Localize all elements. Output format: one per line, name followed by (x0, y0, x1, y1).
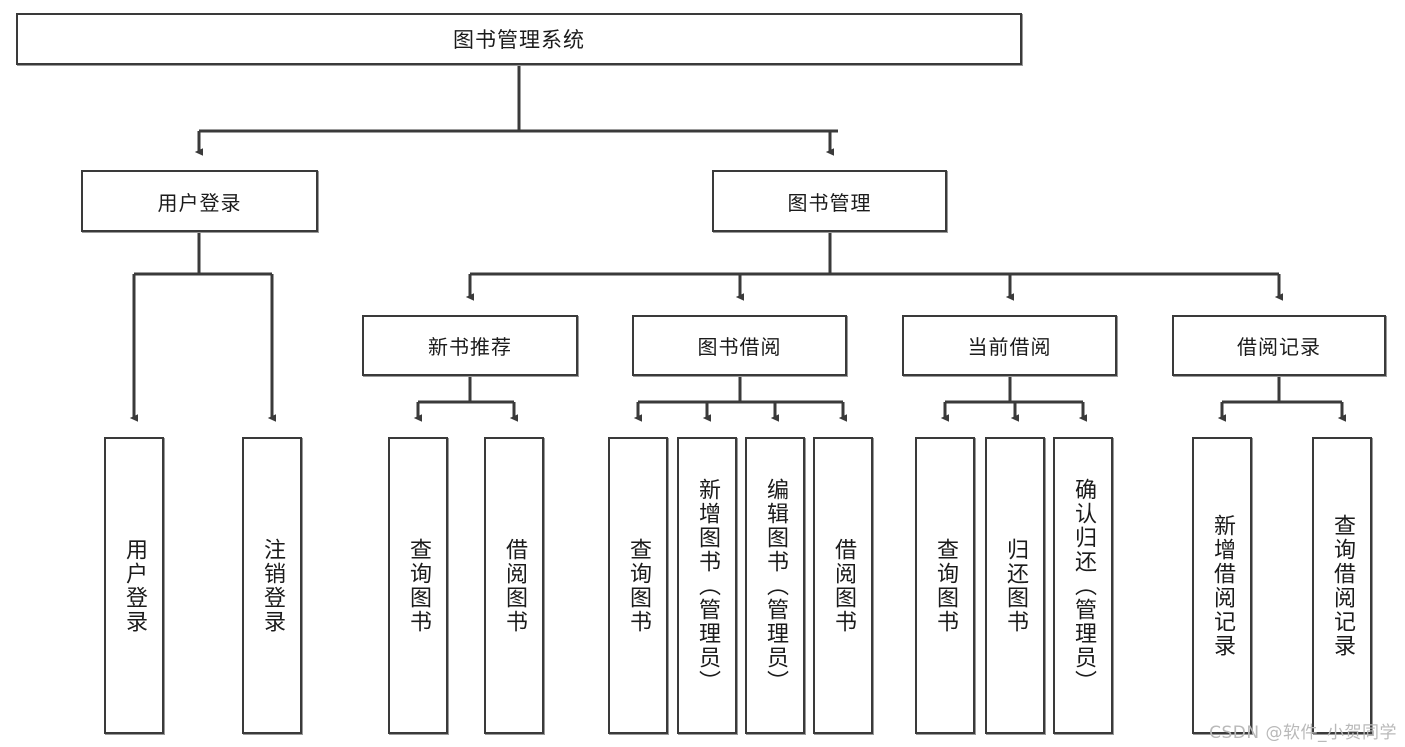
node-borrow-record-label: 借阅记录 (1237, 335, 1321, 359)
node-leaf-add-book-admin[interactable]: 新增图书（管理员） (677, 437, 737, 734)
node-borrow-record[interactable]: 借阅记录 (1172, 315, 1386, 376)
node-leaf-query-book-1-label: 查询图书 (405, 537, 431, 634)
node-leaf-confirm-return-admin[interactable]: 确认归还（管理员） (1053, 437, 1113, 734)
node-user-login[interactable]: 用户登录 (81, 170, 318, 232)
node-new-book-recommend[interactable]: 新书推荐 (362, 315, 578, 376)
node-root[interactable]: 图书管理系统 (16, 13, 1022, 65)
node-current-borrow[interactable]: 当前借阅 (902, 315, 1117, 376)
node-leaf-add-record-label: 新增借阅记录 (1209, 513, 1235, 658)
node-leaf-add-book-admin-label: 新增图书（管理员） (694, 477, 720, 694)
node-new-book-recommend-label: 新书推荐 (428, 335, 512, 359)
node-leaf-user-login-label: 用户登录 (121, 537, 147, 634)
node-current-borrow-label: 当前借阅 (967, 335, 1052, 359)
node-leaf-query-book-2-label: 查询图书 (625, 537, 651, 634)
node-leaf-query-book-3[interactable]: 查询图书 (915, 437, 975, 734)
node-leaf-borrow-book-1[interactable]: 借阅图书 (484, 437, 544, 734)
node-leaf-borrow-book-1-label: 借阅图书 (501, 537, 527, 634)
node-leaf-query-book-1[interactable]: 查询图书 (388, 437, 448, 734)
node-user-login-label: 用户登录 (157, 190, 242, 215)
node-leaf-query-book-2[interactable]: 查询图书 (608, 437, 668, 734)
node-leaf-logout[interactable]: 注销登录 (242, 437, 302, 734)
node-leaf-return-book-label: 归还图书 (1002, 537, 1028, 634)
node-leaf-edit-book-admin-label: 编辑图书（管理员） (762, 477, 788, 694)
node-leaf-add-record[interactable]: 新增借阅记录 (1192, 437, 1252, 734)
node-leaf-user-login[interactable]: 用户登录 (104, 437, 164, 734)
node-leaf-confirm-return-admin-label: 确认归还（管理员） (1070, 477, 1096, 694)
node-leaf-borrow-book-2-label: 借阅图书 (830, 537, 856, 634)
node-leaf-return-book[interactable]: 归还图书 (985, 437, 1045, 734)
node-book-manage-label: 图书管理 (787, 190, 872, 215)
node-root-label: 图书管理系统 (453, 28, 585, 52)
node-book-borrow-label: 图书借阅 (697, 335, 782, 359)
node-book-borrow[interactable]: 图书借阅 (632, 315, 847, 376)
node-leaf-query-book-3-label: 查询图书 (932, 537, 958, 634)
node-leaf-logout-label: 注销登录 (259, 537, 285, 634)
node-leaf-query-record[interactable]: 查询借阅记录 (1312, 437, 1372, 734)
node-leaf-edit-book-admin[interactable]: 编辑图书（管理员） (745, 437, 805, 734)
node-leaf-borrow-book-2[interactable]: 借阅图书 (813, 437, 873, 734)
node-book-manage[interactable]: 图书管理 (712, 170, 947, 232)
node-leaf-query-record-label: 查询借阅记录 (1329, 513, 1355, 658)
csdn-watermark: CSDN @软件_小贺同学 (1209, 723, 1397, 743)
